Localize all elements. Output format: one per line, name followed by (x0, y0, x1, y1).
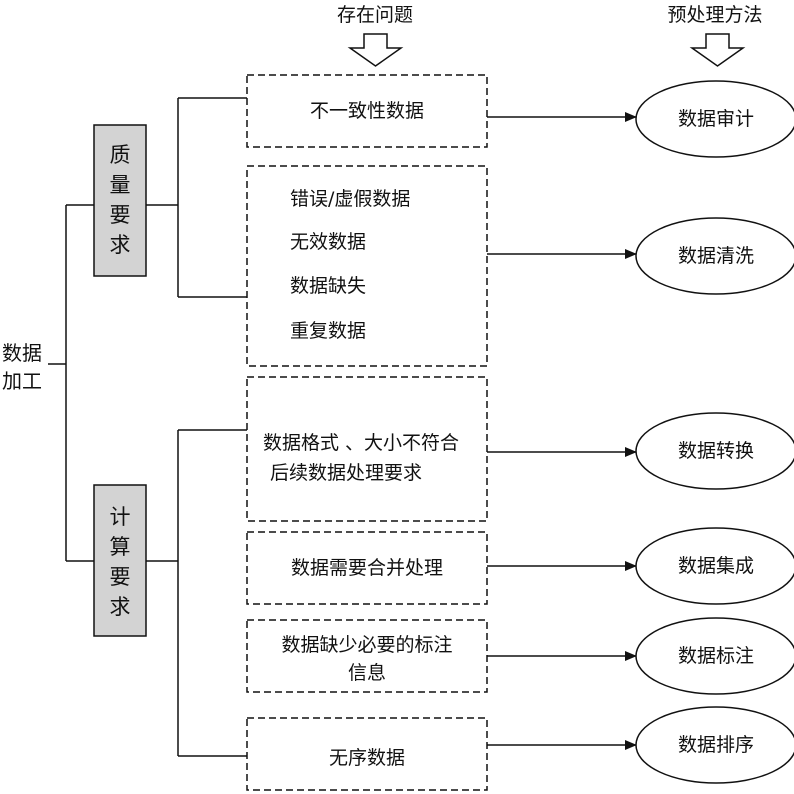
quality-requirement-box (93, 124, 147, 277)
compute-requirement-box (93, 484, 147, 637)
problem-merge-text: 数据需要合并处理 (290, 557, 443, 579)
method-arrows (487, 112, 637, 750)
method-audit-text: 数据审计 (677, 108, 754, 130)
method-ellipse-transform (635, 412, 794, 490)
method-ellipse-audit (635, 80, 794, 158)
root-label-line1: 数据 (2, 341, 42, 365)
methods-down-arrow-icon (689, 33, 746, 67)
method-cleaning-text: 数据清洗 (677, 245, 754, 267)
root-connectors (48, 204, 94, 562)
compute-char-1: 计 (109, 505, 131, 529)
quality-char-4: 求 (109, 233, 131, 257)
problem-format-line2: 后续数据处理要求 (270, 462, 423, 484)
problem-box-unordered (246, 717, 488, 791)
problem-cleaning-item-1: 错误/虚假数据 (290, 188, 411, 210)
quality-char-3: 要 (109, 203, 131, 227)
problem-unordered-text: 无序数据 (328, 747, 405, 769)
quality-char-2: 量 (109, 173, 131, 197)
problem-box-merge (246, 531, 488, 605)
quality-connectors (146, 97, 247, 298)
methods-header-label: 预处理方法 (667, 4, 763, 26)
method-sorting-text: 数据排序 (677, 734, 754, 756)
method-ellipse-annotation (635, 617, 794, 695)
problem-cleaning-item-3: 数据缺失 (290, 275, 367, 297)
quality-char-1: 质 (109, 143, 131, 167)
compute-requirement-label: 计 算 要 求 (95, 502, 145, 622)
problem-label-line2: 信息 (347, 662, 386, 684)
compute-char-2: 算 (109, 535, 131, 559)
quality-requirement-label: 质 量 要 求 (95, 140, 145, 260)
problem-cleaning-item-4: 重复数据 (290, 320, 367, 342)
method-ellipses (635, 80, 794, 784)
problem-box-format (246, 376, 488, 522)
method-integration-text: 数据集成 (677, 555, 754, 577)
problem-cleaning-item-2: 无效数据 (290, 231, 367, 253)
compute-char-4: 求 (109, 595, 131, 619)
problems-header-label: 存在问题 (336, 4, 413, 26)
problem-label-line1: 数据缺少必要的标注 (281, 634, 453, 656)
problem-box-inconsistent (246, 74, 488, 148)
problem-format-line1: 数据格式 、大小不符合 (263, 432, 460, 454)
method-ellipse-sorting (635, 706, 794, 784)
problems-down-arrow-icon (347, 33, 404, 67)
method-ellipse-integration (635, 527, 794, 605)
problem-inconsistent-text: 不一致性数据 (309, 100, 424, 122)
root-label-line2: 加工 (2, 369, 42, 393)
compute-connectors (146, 429, 247, 757)
compute-char-3: 要 (109, 565, 131, 589)
method-annotation-text: 数据标注 (677, 645, 754, 667)
method-transform-text: 数据转换 (677, 440, 754, 462)
method-ellipse-cleaning (635, 217, 794, 295)
